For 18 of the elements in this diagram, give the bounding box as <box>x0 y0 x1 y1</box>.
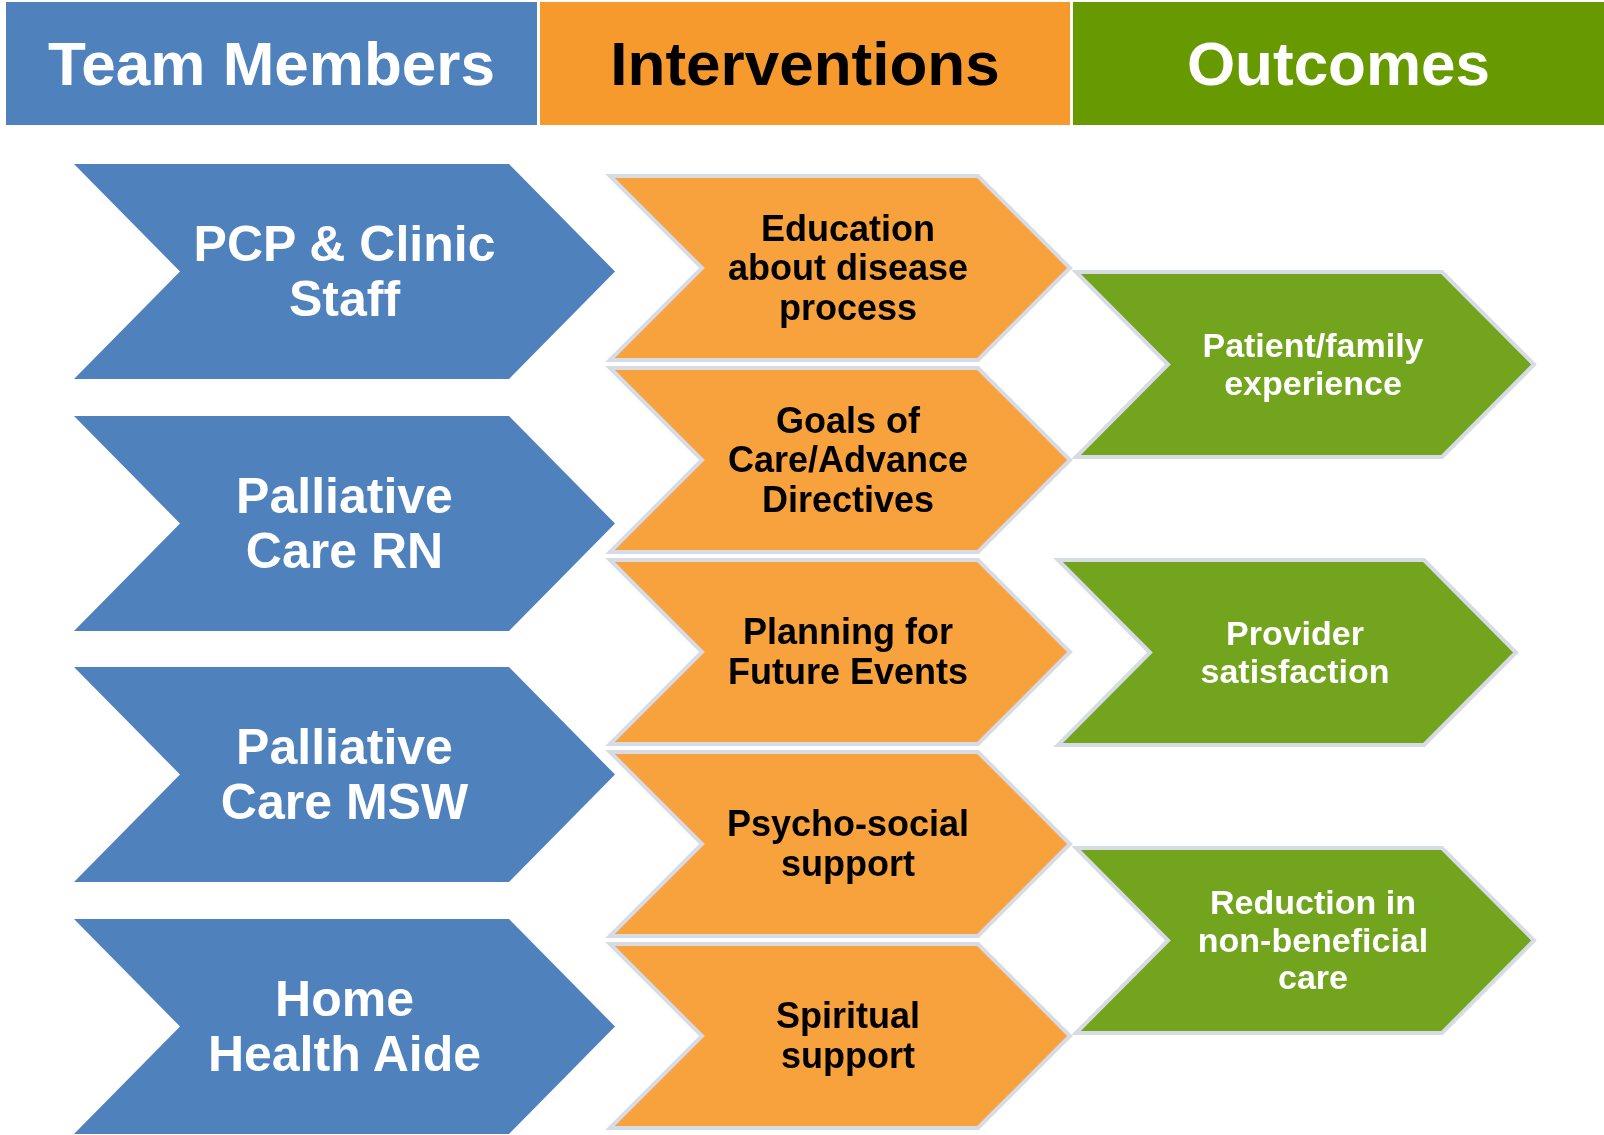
chevron-label: Reduction in non-beneficial care <box>1196 884 1430 997</box>
chevron-label: Home Health Aide <box>206 971 483 1082</box>
chevron-label: Spiritual support <box>775 996 921 1076</box>
chevron-label: PCP & Clinic Staff <box>192 216 497 327</box>
chevron-label: Provider satisfaction <box>1199 615 1391 690</box>
chevron-label: Psycho-social support <box>725 804 971 884</box>
chevron-label: Education about disease process <box>726 208 970 328</box>
column-title: Team Members <box>48 28 495 99</box>
chevron-label: Goals of Care/Advance Directives <box>726 400 970 520</box>
header-bar <box>540 2 1070 125</box>
column-title: Outcomes <box>1186 28 1491 99</box>
chevron-label: Patient/family experience <box>1201 327 1425 402</box>
header-bar <box>1073 2 1604 125</box>
header-bar <box>6 2 537 125</box>
chevron-label: Planning for Future Events <box>726 612 969 692</box>
column-title: Interventions <box>610 28 1000 99</box>
chevron-label: Palliative Care RN <box>235 468 454 579</box>
chevron-label: Palliative Care MSW <box>219 719 470 830</box>
